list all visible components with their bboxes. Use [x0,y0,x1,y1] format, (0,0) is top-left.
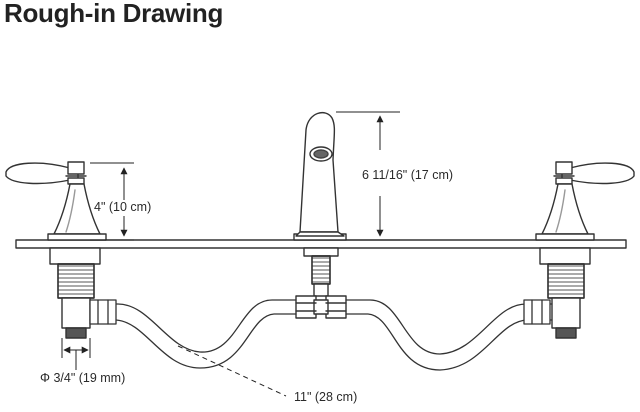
tee-connector [295,295,347,319]
flex-hose-left [89,299,297,369]
right-handle [535,161,635,241]
spread-label: 11" (28 cm) [294,390,357,404]
left-handle [5,161,107,241]
right-valve-body [539,247,591,339]
handle-height-label: 4" (10 cm) [94,200,151,214]
spout [293,111,347,241]
left-valve-body [49,247,101,339]
spout-shank [303,247,339,297]
spout-height-label: 6 11/16" (17 cm) [362,168,453,182]
deck-plate [15,239,627,249]
flex-hose-right [345,299,553,371]
connection-size-label: Φ 3/4" (19 mm) [40,371,125,385]
drawing-title: Rough-in Drawing [4,0,224,28]
dimension-lines [61,111,400,397]
